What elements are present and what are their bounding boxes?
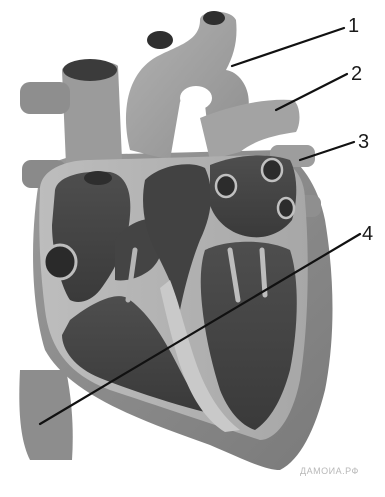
aortic-branch-opening-1 [147,31,173,49]
pulmonary-vein-opening-1 [262,159,282,181]
label-2: 2 [351,63,362,85]
pulmonary-vein-opening-3 [216,175,236,197]
pulmonary-vein-opening-2 [278,198,294,218]
leader-line-2 [276,74,347,110]
aortic-branch-opening-2 [203,11,225,25]
right-atrium-opening [44,245,76,279]
aortic-arch-hole [180,86,212,110]
coronary-sinus-opening [84,171,112,185]
inferior-vena-cava [19,370,72,460]
papillary-strand-2 [262,250,265,295]
watermark: ДАМОИА.РФ [300,466,359,476]
label-4: 4 [362,223,373,245]
label-1: 1 [348,15,359,37]
superior-vena-cava-opening [63,59,117,81]
left-vessel-upper [20,82,70,114]
leader-line-1 [232,28,344,66]
label-3: 3 [358,131,369,153]
